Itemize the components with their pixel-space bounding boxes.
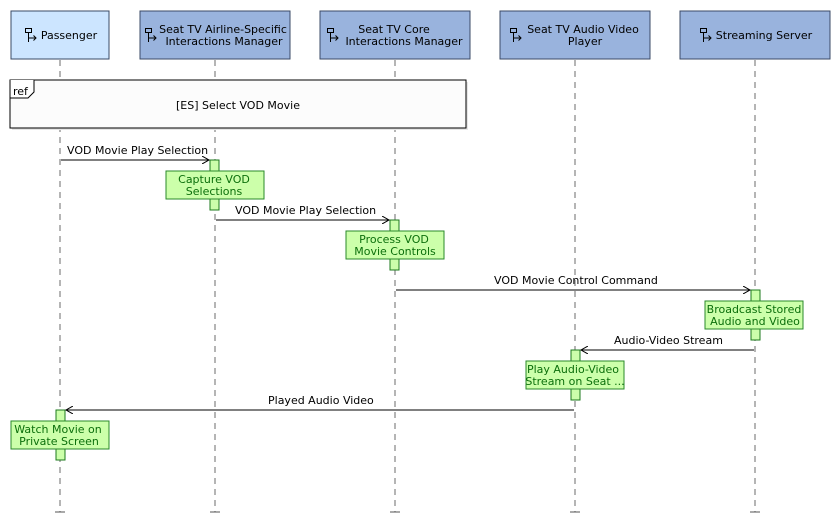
action-label-line1: Play Audio-Video bbox=[527, 363, 619, 376]
message-label: VOD Movie Play Selection bbox=[235, 204, 376, 217]
action-label-line2: Audio and Video bbox=[710, 315, 800, 328]
actor-component-icon bbox=[145, 28, 157, 42]
action-label-line1: Broadcast Stored bbox=[707, 303, 802, 316]
action-watch-movie-private-screen[interactable]: Watch Movie on Private Screen bbox=[10, 420, 110, 450]
actor-component-icon bbox=[510, 28, 522, 42]
message-label: Played Audio Video bbox=[268, 394, 374, 407]
participant-streaming-server[interactable]: Streaming Server bbox=[679, 10, 831, 60]
action-label-line2: Movie Controls bbox=[354, 245, 436, 258]
message-label: VOD Movie Control Command bbox=[494, 274, 658, 287]
action-label-line2: Private Screen bbox=[19, 435, 99, 448]
message-label: VOD Movie Play Selection bbox=[67, 144, 208, 157]
action-label-line1: Process VOD bbox=[359, 233, 429, 246]
action-capture-vod-selections[interactable]: Capture VOD Selections bbox=[165, 170, 265, 200]
participant-label-line1: Seat TV Core bbox=[358, 23, 430, 36]
ref-frame[interactable]: ref [ES] Select VOD Movie bbox=[9, 79, 468, 130]
ref-label: [ES] Select VOD Movie bbox=[176, 99, 300, 112]
action-label-line2: Stream on Seat ... bbox=[525, 375, 624, 388]
actor-component-icon bbox=[25, 28, 37, 42]
action-broadcast-stored-audio-video[interactable]: Broadcast Stored Audio and Video bbox=[704, 300, 804, 330]
participant-av-player[interactable]: Seat TV Audio Video Player bbox=[499, 10, 651, 60]
action-label-line1: Watch Movie on bbox=[14, 423, 102, 436]
participant-label-line2: Interactions Manager bbox=[165, 35, 283, 48]
participant-passenger[interactable]: Passenger bbox=[10, 10, 110, 60]
participant-label: Streaming Server bbox=[716, 29, 813, 42]
participant-label-line1: Seat TV Airline-Specific bbox=[159, 23, 287, 36]
message-label: Audio-Video Stream bbox=[614, 334, 723, 347]
action-process-vod-movie-controls[interactable]: Process VOD Movie Controls bbox=[345, 230, 445, 260]
ref-tag: ref bbox=[13, 85, 29, 98]
participant-airline-manager[interactable]: Seat TV Airline-Specific Interactions Ma… bbox=[139, 10, 291, 60]
message-4[interactable]: Audio-Video Stream bbox=[581, 334, 754, 350]
participant-label-line2: Player bbox=[568, 35, 603, 48]
message-5[interactable]: Played Audio Video bbox=[66, 394, 574, 410]
action-play-audio-video-stream[interactable]: Play Audio-Video Stream on Seat ... bbox=[525, 360, 625, 390]
message-1[interactable]: VOD Movie Play Selection bbox=[61, 144, 209, 160]
action-label-line2: Selections bbox=[186, 185, 243, 198]
actor-component-icon bbox=[327, 28, 339, 42]
message-3[interactable]: VOD Movie Control Command bbox=[396, 274, 750, 290]
participant-label-line2: Interactions Manager bbox=[345, 35, 463, 48]
participant-label: Passenger bbox=[41, 29, 98, 42]
participant-core-manager[interactable]: Seat TV Core Interactions Manager bbox=[319, 10, 471, 60]
actor-component-icon bbox=[700, 28, 712, 42]
message-2[interactable]: VOD Movie Play Selection bbox=[216, 204, 389, 220]
participant-label-line1: Seat TV Audio Video bbox=[527, 23, 639, 36]
action-label-line1: Capture VOD bbox=[178, 173, 250, 186]
